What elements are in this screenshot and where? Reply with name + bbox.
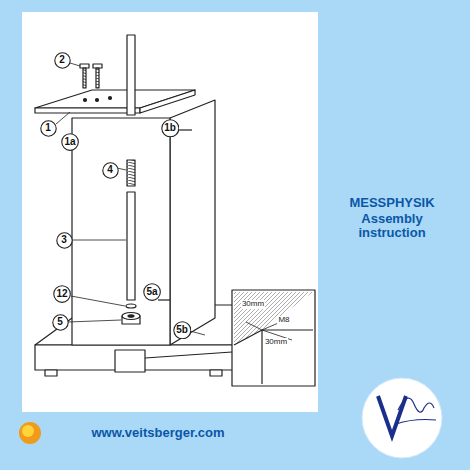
- foot: [210, 370, 222, 376]
- rod: [127, 192, 135, 300]
- logo-v: [378, 396, 406, 436]
- callout-circle: 12: [53, 285, 71, 303]
- upper-rod: [127, 35, 135, 115]
- screw: [83, 68, 86, 88]
- thread-rod: [127, 160, 135, 186]
- callout-circle: 1: [40, 120, 57, 137]
- callout-circle: 2: [54, 52, 71, 69]
- brand-title: MESSPHYSIK: [349, 196, 434, 210]
- white-panel: [22, 12, 318, 412]
- website: www.veitsberger.com: [91, 426, 224, 440]
- callout-circle: 5a: [143, 283, 161, 301]
- detail-inset: [232, 290, 315, 386]
- callout-number: 2: [59, 55, 65, 65]
- callout-number: 4: [107, 165, 113, 175]
- plate-edge: [35, 108, 140, 113]
- callout-number: 3: [61, 235, 67, 245]
- thread-size: M8: [277, 316, 290, 325]
- dimension: 30mm: [264, 338, 288, 347]
- foot: [45, 370, 57, 376]
- screw: [96, 68, 99, 88]
- plate-edge: [140, 90, 195, 113]
- callout-number: 1a: [64, 137, 75, 147]
- callout-circle: 5b: [173, 321, 192, 340]
- callout-number: 5b: [176, 325, 188, 335]
- subtitle: Assembly instruction: [337, 212, 447, 241]
- callout-circle: 1a: [61, 133, 79, 151]
- callout-circle: 5: [52, 314, 69, 331]
- logo-disc: [362, 378, 442, 458]
- column-side: [170, 100, 215, 345]
- callout-number: 1: [45, 123, 51, 133]
- callout-circle: 3: [56, 232, 73, 249]
- column-front: [72, 118, 170, 345]
- orange-dot: [19, 422, 41, 444]
- dimension: 30mm: [241, 300, 265, 309]
- callout-circle: 1b: [161, 119, 180, 138]
- callout-number: 12: [56, 289, 67, 299]
- logo-signature: [396, 398, 436, 424]
- callout-number: 1b: [164, 123, 176, 133]
- detail-marker: [115, 350, 145, 372]
- callout-number: 5: [57, 317, 63, 327]
- callout-circle: 4: [102, 162, 119, 179]
- callout-number: 5a: [146, 287, 157, 297]
